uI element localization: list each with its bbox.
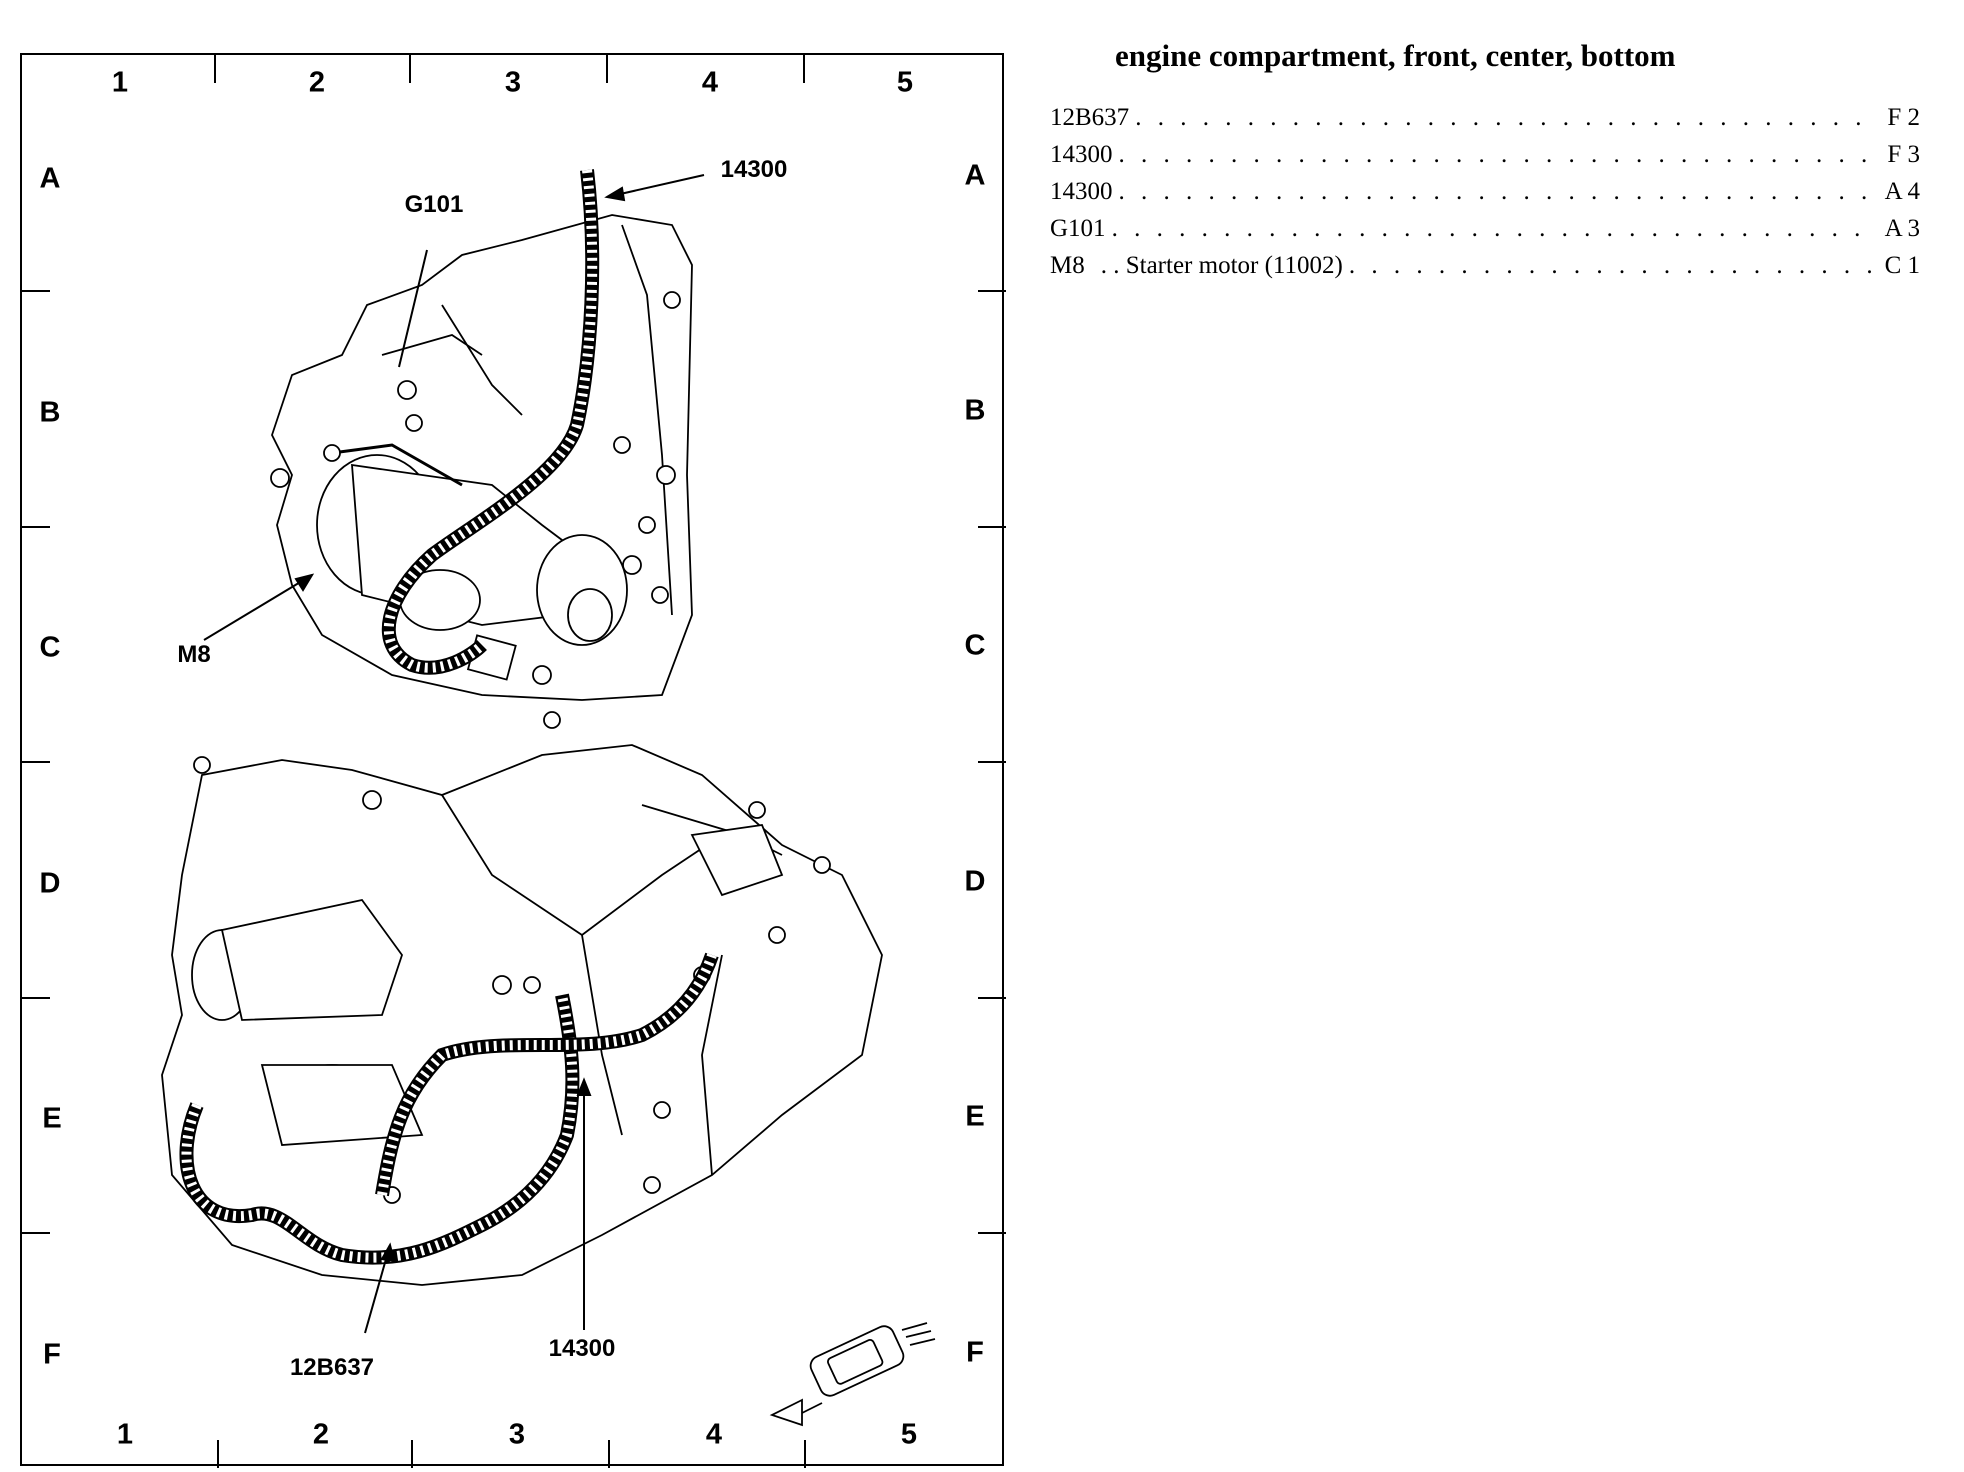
row-letter: B [964, 394, 986, 427]
index-row: 12B637 F 2 [1050, 104, 1920, 141]
column-number: 5 [896, 66, 914, 99]
row-letter: D [964, 865, 986, 898]
row-letter: C [964, 629, 986, 662]
callout-12b637: 12B637 [289, 1354, 375, 1381]
column-number: 3 [508, 1418, 526, 1451]
row-letter: E [42, 1102, 62, 1135]
column-number: 2 [312, 1418, 330, 1451]
callout-m8: M8 [177, 641, 211, 668]
index-row: G101 A 3 [1050, 215, 1920, 252]
index-description: . . Starter motor (11002) [1100, 252, 1343, 279]
index-location: C 1 [1884, 252, 1920, 279]
locator-diagram: 1 2 3 4 5 1 2 3 4 5 A B C D E F A B C D … [20, 53, 1006, 1468]
column-number: 1 [111, 66, 129, 99]
row-letter: D [39, 867, 61, 900]
index-code: 14300 [1050, 141, 1113, 168]
index-code: 12B637 [1050, 104, 1130, 131]
column-number: 2 [308, 66, 326, 99]
row-letter: A [39, 162, 61, 195]
row-letter: F [43, 1338, 61, 1371]
index-location: F 3 [1887, 141, 1920, 168]
leader-dots [1119, 141, 1873, 169]
page-title: engine compartment, front, center, botto… [1115, 38, 1676, 73]
index-row: M8 . . Starter motor (11002) C 1 [1050, 252, 1920, 289]
index-location: A 3 [1884, 215, 1920, 242]
index-location: F 2 [1887, 104, 1920, 131]
component-index: 12B637 F 2 14300 F 3 14300 A 4 G101 A 3 … [1050, 104, 1920, 289]
index-location: A 4 [1884, 178, 1920, 205]
index-code: G101 [1050, 215, 1106, 242]
index-code: 14300 [1050, 178, 1113, 205]
leader-dots [1112, 215, 1872, 243]
vehicle-front-arrow-icon [769, 1322, 936, 1427]
callout-g101: G101 [404, 191, 464, 218]
row-letter: B [39, 396, 61, 429]
leader-dots [1349, 252, 1872, 280]
leader-dots [1119, 178, 1873, 206]
callout-14300-top: 14300 [720, 156, 788, 183]
column-number: 3 [504, 66, 522, 99]
leader-dots [1135, 104, 1872, 132]
index-row: 14300 F 3 [1050, 141, 1920, 178]
index-row: 14300 A 4 [1050, 178, 1920, 215]
row-letter: A [964, 159, 986, 192]
engine-drawing [22, 55, 1006, 1468]
index-code: M8 [1050, 252, 1085, 279]
row-letter: C [39, 631, 61, 664]
column-number: 1 [116, 1418, 134, 1451]
row-letter: E [965, 1100, 985, 1133]
column-number: 4 [701, 66, 719, 99]
column-number: 5 [900, 1418, 918, 1451]
row-letter: F [966, 1336, 984, 1369]
column-number: 4 [705, 1418, 723, 1451]
callout-14300-bottom: 14300 [548, 1335, 616, 1362]
